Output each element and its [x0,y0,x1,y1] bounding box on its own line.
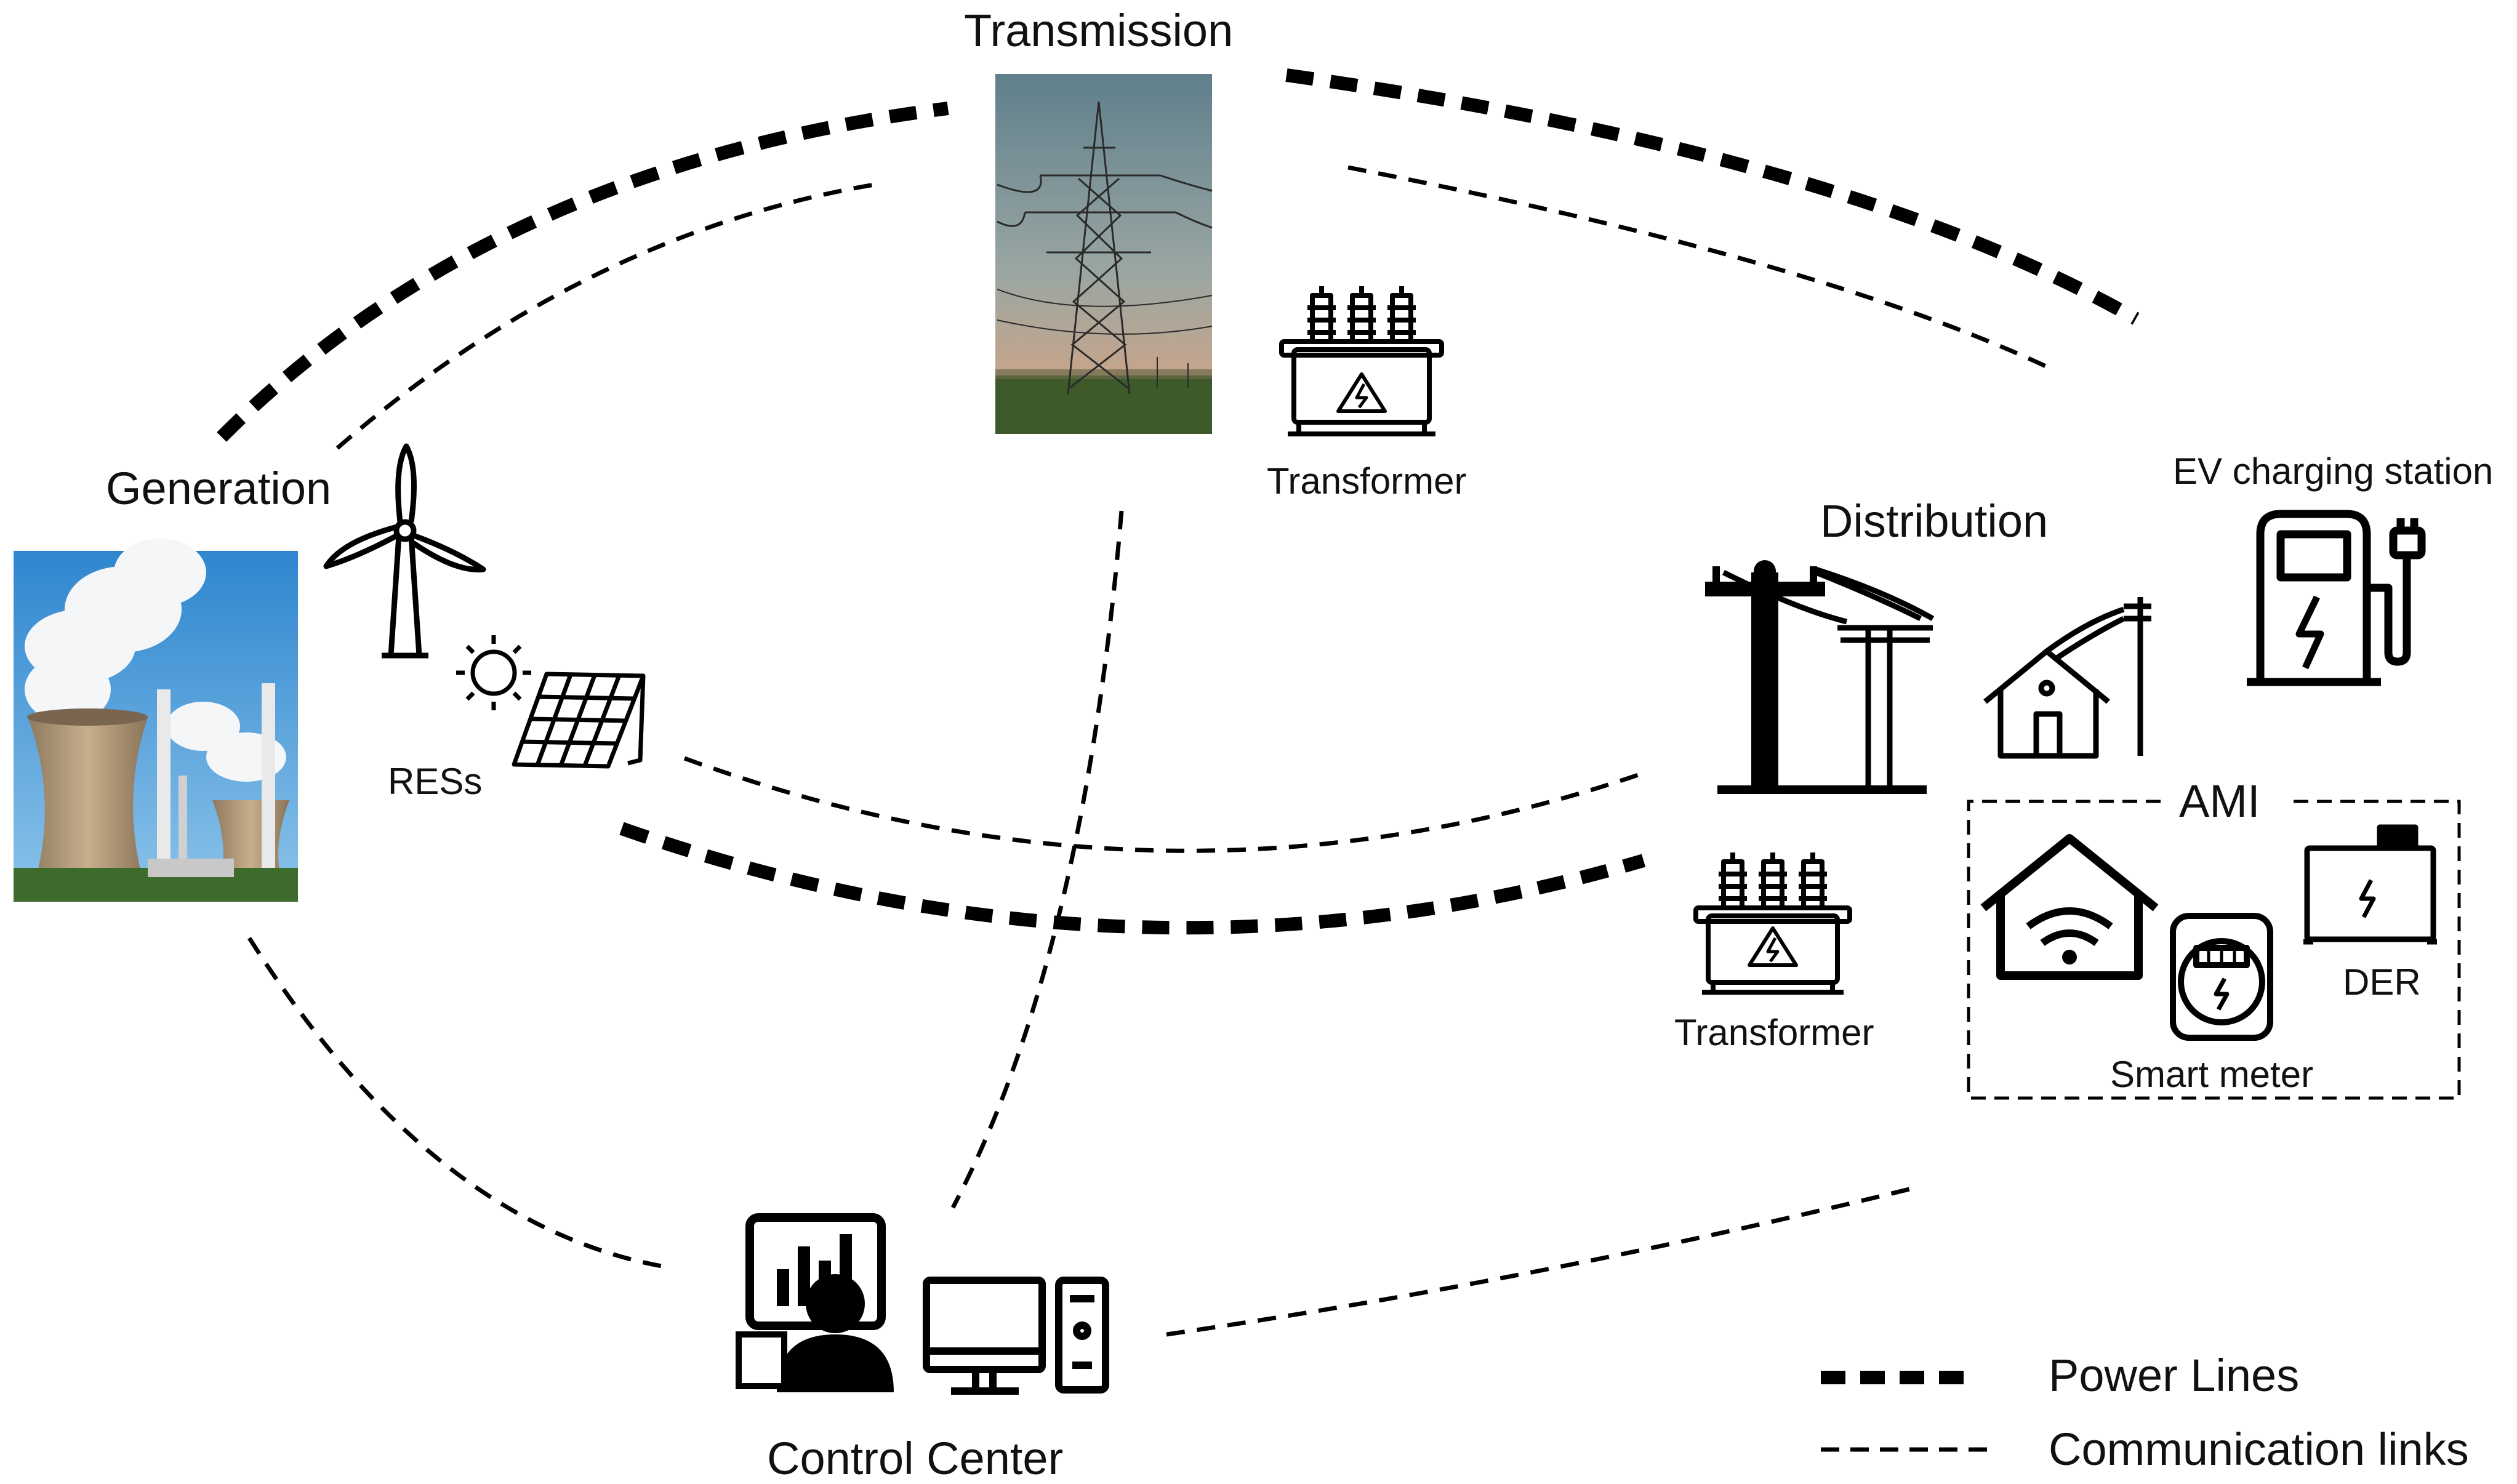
legend-label-power-lines: Power Lines [2049,1350,2300,1401]
power-line-generation-transmission [217,102,949,442]
house-icon [1983,597,2151,759]
wind-turbine-icon [323,443,486,659]
label-control-center: Control Center [767,1433,1064,1484]
ev-charger-icon [2247,510,2426,686]
analyst-icon [736,1213,894,1392]
label-transformer-top: Transformer [1267,460,1467,502]
solar-panel-icon [512,672,646,769]
label-der: DER [2343,961,2421,1003]
desktop-computer-icon [923,1277,1109,1395]
sun-icon [456,635,531,710]
comm-link-ress-distribution [683,756,1645,853]
transformer-icon-bottom [1693,852,1852,995]
ami-box [1967,800,2461,1100]
comm-link-transmission-distribution [1347,165,2051,371]
utility-pole-icon [1705,560,1935,794]
power-line-ress-distribution [619,822,1646,935]
label-distribution: Distribution [1820,495,2049,547]
power-lines [217,68,2140,935]
label-ami: AMI [2179,776,2260,827]
label-ev-charging-station: EV charging station [2173,451,2494,492]
label-smart-meter: Smart meter [2110,1054,2314,1095]
comm-link-transmission-control [950,510,1124,1209]
smart-meter-icon [2170,913,2273,1041]
label-generation: Generation [106,463,332,514]
legend [1821,1371,1988,1452]
comm-link-generation-control [247,937,665,1269]
smart-home-icon [1980,834,2159,980]
label-transformer-bottom: Transformer [1674,1012,1874,1053]
battery-icon [2303,824,2437,945]
label-ress: RESs [388,761,483,802]
power-plant-photo [14,539,298,902]
power-line-transmission-distribution [1285,68,2140,325]
transformer-icon-top [1279,286,1444,436]
comm-link-distribution-control [1166,1185,1915,1337]
legend-label-communication-links: Communication links [2049,1424,2469,1475]
comm-link-generation-transmission [335,182,875,450]
transmission-tower-photo [995,74,1213,434]
communication-links [247,165,2051,1337]
label-transmission: Transmission [964,5,1234,56]
